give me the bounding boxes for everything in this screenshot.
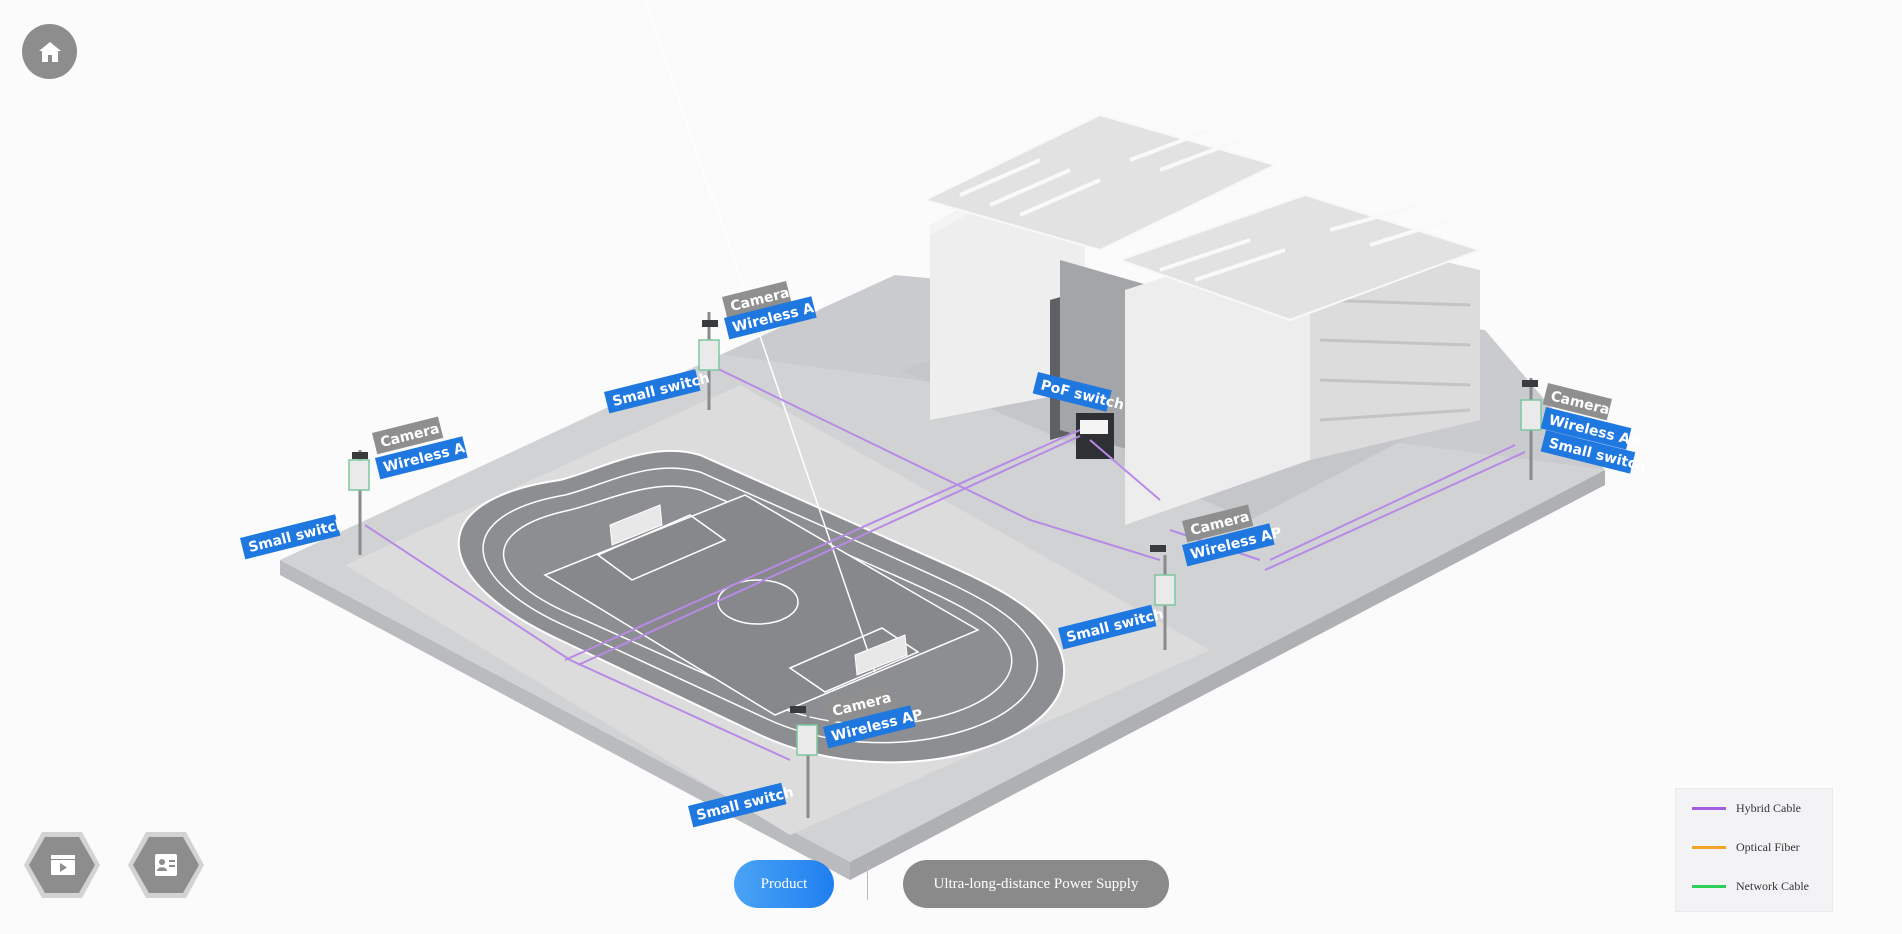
hybrid-line-swatch (1692, 806, 1726, 810)
camera-icons (352, 320, 1538, 713)
home-icon (38, 41, 61, 62)
cable-legend: Hybrid Cable Optical Fiber Network Cable (1675, 788, 1833, 912)
running-track (457, 0, 1066, 764)
video-button[interactable] (22, 830, 102, 900)
network-line-swatch (1692, 884, 1726, 888)
legend-item-network: Network Cable (1692, 878, 1809, 894)
legend-label: Hybrid Cable (1736, 800, 1801, 815)
hybrid-cables (364, 364, 1526, 761)
legend-item-optical: Optical Fiber (1692, 839, 1800, 855)
home-button[interactable] (22, 24, 77, 79)
footer-divider (867, 867, 868, 900)
legend-item-hybrid: Hybrid Cable (1692, 800, 1801, 816)
camera-label-bg (372, 416, 444, 455)
legend-label: Network Cable (1736, 878, 1809, 893)
small-switch-label-bg (240, 514, 341, 560)
contact-card-icon (155, 854, 177, 876)
video-icon (51, 855, 75, 875)
contact-button[interactable] (126, 830, 206, 900)
optical-line-swatch (1692, 845, 1726, 849)
legend-label: Optical Fiber (1736, 839, 1800, 854)
device-boxes (348, 339, 1542, 756)
power-supply-button[interactable]: Ultra-long-distance Power Supply (903, 860, 1169, 908)
wireless-ap-label-bg (375, 436, 468, 480)
product-button[interactable]: Product (734, 860, 834, 908)
school-buildings (922, 113, 1484, 525)
